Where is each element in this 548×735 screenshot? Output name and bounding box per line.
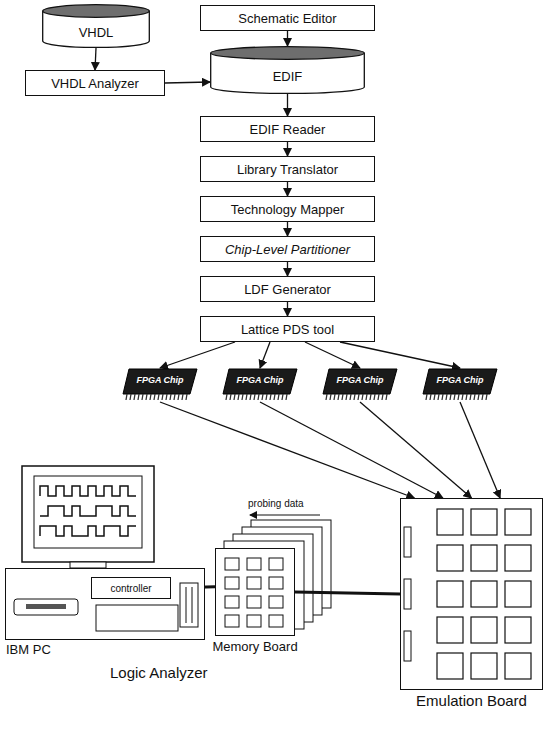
process-box: Library Translator xyxy=(200,156,375,182)
node-label: controller xyxy=(110,583,151,594)
flow-arrow xyxy=(287,142,288,156)
pc-box: IBM PCcontroller xyxy=(5,568,205,640)
node-label: FPGA Chip xyxy=(436,375,483,385)
node-caption: IBM PC xyxy=(6,642,51,657)
fpga-chip: FPGA Chip xyxy=(122,368,198,402)
emulation-board: Emulation Board xyxy=(400,498,543,690)
waveform xyxy=(40,526,136,536)
process-box: Chip-Level Partitioner xyxy=(200,236,375,262)
flow-arrow xyxy=(287,31,288,46)
flow-arrow xyxy=(287,222,288,236)
node-caption: Memory Board xyxy=(212,639,297,654)
node-label: VHDL Analyzer xyxy=(51,76,139,91)
node-caption: Emulation Board xyxy=(416,692,527,709)
flow-arrow xyxy=(165,82,210,83)
flow-arrow xyxy=(160,342,235,368)
node-label: FPGA Chip xyxy=(136,375,183,385)
flow-arrow xyxy=(340,342,460,368)
process-box: Lattice PDS tool xyxy=(200,316,375,342)
node-label: EDIF xyxy=(273,69,303,84)
flow-arrow xyxy=(287,302,288,316)
flow-arrow xyxy=(260,342,270,368)
process-box: Technology Mapper xyxy=(200,196,375,222)
monitor xyxy=(22,466,154,568)
node-label: Lattice PDS tool xyxy=(241,322,334,337)
fpga-chip: FPGA Chip xyxy=(422,368,498,402)
shape xyxy=(322,368,398,402)
shape xyxy=(222,368,298,402)
process-box: VHDL Analyzer xyxy=(25,70,165,96)
node-label: Technology Mapper xyxy=(231,202,344,217)
shape xyxy=(215,548,295,636)
flow-arrow xyxy=(305,342,360,368)
process-box: Schematic Editor xyxy=(200,5,375,31)
node-label: Chip-Level Partitioner xyxy=(225,242,350,257)
node-label: LDF Generator xyxy=(244,282,331,297)
fpga-chip: FPGA Chip xyxy=(222,368,298,402)
database-cylinder: VHDL xyxy=(42,4,150,48)
shape xyxy=(422,368,498,402)
node-label: FPGA Chip xyxy=(236,375,283,385)
fpga-chip: FPGA Chip xyxy=(322,368,398,402)
shape xyxy=(122,368,198,402)
signal-label: probing data xyxy=(248,498,304,509)
flow-arrow xyxy=(287,182,288,196)
controller-box: controller xyxy=(91,577,171,599)
probing-arrow xyxy=(250,515,320,516)
flow-arrow xyxy=(360,402,472,498)
group-caption: Logic Analyzer xyxy=(110,664,208,681)
process-box: EDIF Reader xyxy=(200,116,375,142)
flow-arrow xyxy=(460,402,500,498)
waveform xyxy=(40,486,136,496)
node-label: Library Translator xyxy=(237,162,338,177)
node-label: EDIF Reader xyxy=(250,122,326,137)
node-label: VHDL xyxy=(79,25,114,40)
database-cylinder: EDIF xyxy=(210,46,365,94)
flow-arrow xyxy=(95,48,96,70)
memory-board: Memory Board xyxy=(215,548,295,636)
node-label: Schematic Editor xyxy=(238,11,336,26)
process-box: LDF Generator xyxy=(200,276,375,302)
shape xyxy=(401,499,541,688)
flow-arrow xyxy=(287,94,288,116)
flow-arrow xyxy=(287,262,288,276)
node-label: FPGA Chip xyxy=(336,375,383,385)
waveform xyxy=(40,506,136,516)
cable xyxy=(295,592,400,594)
